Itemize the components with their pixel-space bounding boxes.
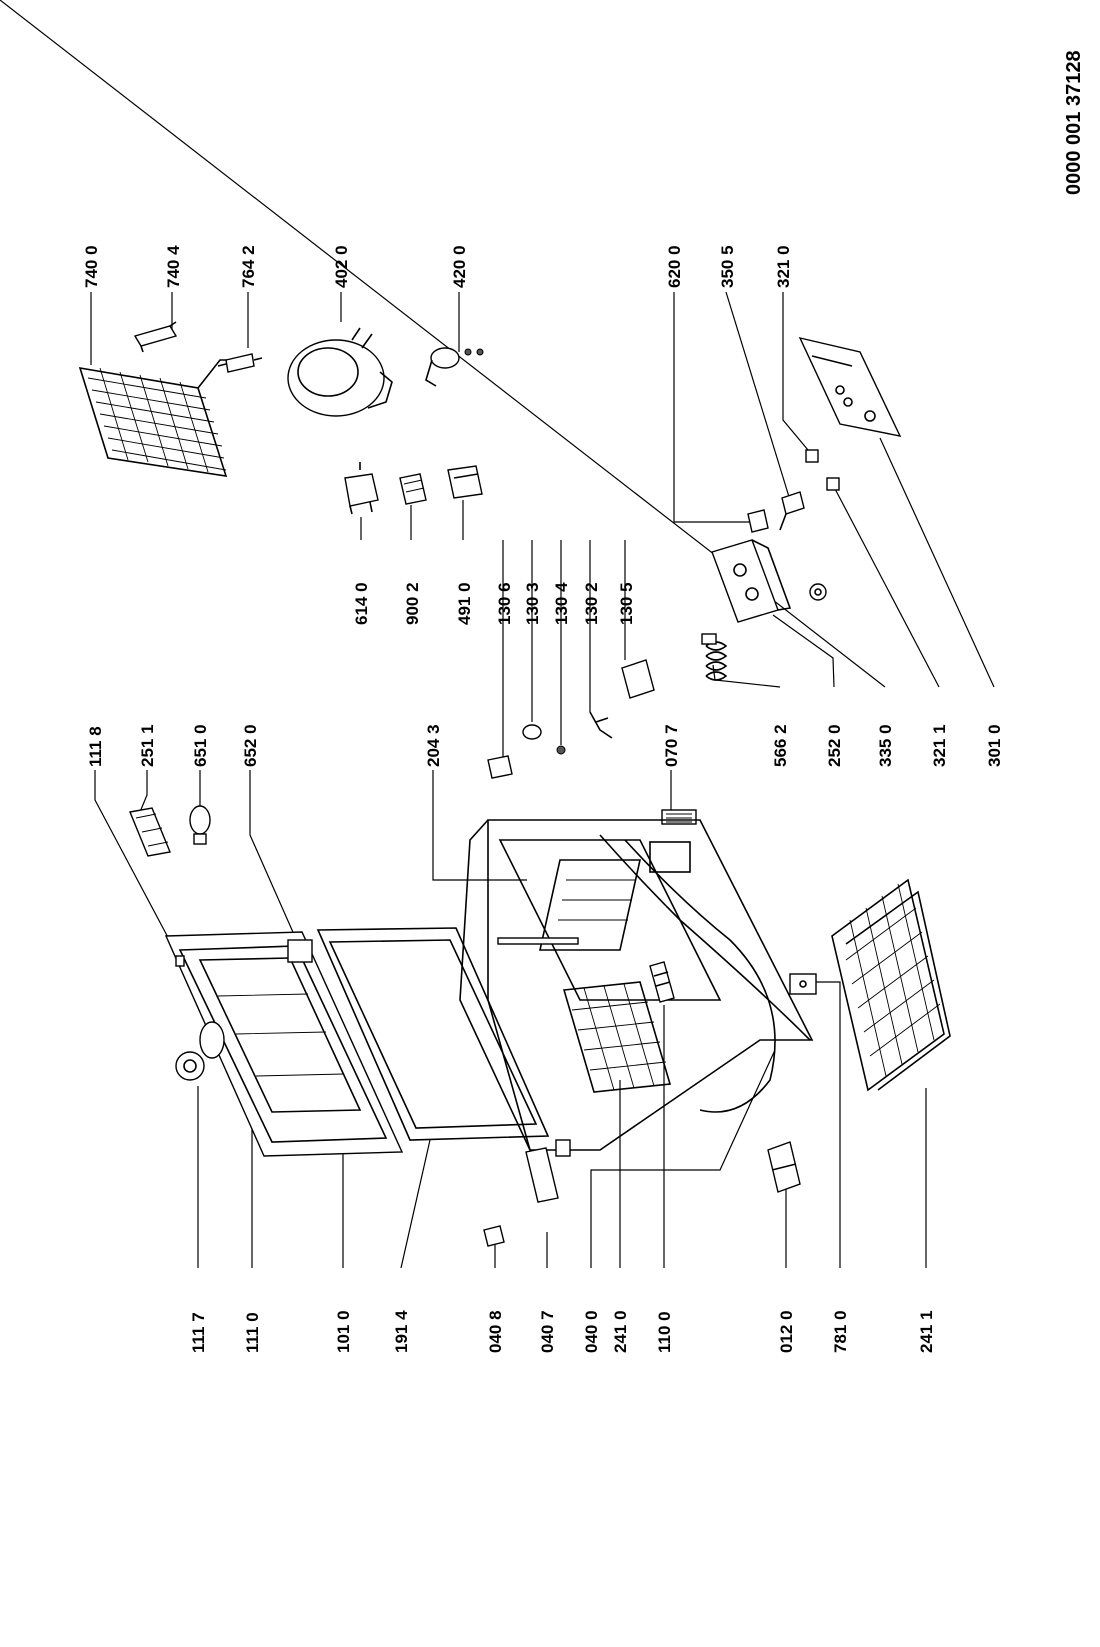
part-label-651-0: 651 0 (191, 724, 210, 767)
part-label-110-0: 110 0 (655, 1311, 674, 1353)
leader-lines (0, 0, 995, 1269)
part-label-040-7: 040 7 (538, 1310, 557, 1353)
part-350-5 (779, 491, 805, 531)
lid-knob (175, 1051, 205, 1081)
part-label-204-3: 204 3 (424, 724, 443, 767)
part-label-491-0: 491 0 (455, 582, 474, 625)
part-label-420-0: 420 0 (450, 245, 469, 288)
part-label-130-5: 130 5 (617, 582, 636, 625)
part-321-0 (805, 449, 819, 463)
part-label-241-1: 241 1 (917, 1310, 936, 1353)
part-900-2 (399, 473, 427, 505)
part-781-0 (789, 973, 817, 995)
control-panel (798, 336, 902, 437)
part-label-130-2: 130 2 (582, 582, 601, 625)
part-label-111-0: 111 0 (243, 1312, 262, 1353)
light-cover (129, 807, 171, 857)
part-label-350-5: 350 5 (718, 245, 737, 288)
part-label-321-1: 321 1 (930, 724, 949, 767)
basket-241-0 (562, 981, 672, 1093)
part-label-251-1: 251 1 (138, 724, 157, 767)
condenser-coil (78, 359, 235, 477)
vent-grille (661, 809, 697, 825)
freezer-lid (164, 931, 404, 1157)
part-label-740-4: 740 4 (164, 245, 183, 288)
part-label-012-0: 012 0 (777, 1310, 796, 1353)
part-label-764-2: 764 2 (239, 245, 258, 288)
part-label-620-0: 620 0 (665, 245, 684, 288)
thermostat-housing (711, 539, 792, 623)
light-bulb (189, 805, 211, 845)
part-label-040-8: 040 8 (486, 1310, 505, 1353)
part-label-241-0: 241 0 (611, 1310, 630, 1353)
spring (701, 633, 728, 681)
part-111-8 (175, 955, 185, 967)
document-number: 0000 001 37128 (1063, 50, 1085, 195)
filter-drier (217, 353, 263, 373)
part-label-070-7: 070 7 (662, 724, 681, 767)
part-110-0 (649, 961, 675, 1003)
thermostat-614 (344, 462, 379, 515)
part-label-402-0: 402 0 (332, 245, 351, 288)
part-label-900-2: 900 2 (403, 582, 422, 625)
basket-241-1 (831, 878, 951, 1092)
part-130-3 (522, 724, 542, 740)
condenser-bracket (133, 321, 178, 353)
part-label-321-0: 321 0 (774, 245, 793, 288)
part-label-740-0: 740 0 (82, 245, 101, 288)
compressor (287, 327, 393, 417)
part-label-130-6: 130 6 (495, 582, 514, 625)
part-130-6 (487, 755, 513, 779)
part-label-040-0: 040 0 (582, 1310, 601, 1353)
part-130-5 (621, 659, 655, 699)
part-label-252-0: 252 0 (825, 724, 844, 767)
part-040-8 (483, 1225, 505, 1247)
part-label-566-2: 566 2 (771, 724, 790, 767)
part-label-111-8: 111 8 (86, 726, 105, 767)
part-label-781-0: 781 0 (831, 1310, 850, 1353)
starter-relay (425, 347, 484, 387)
part-label-614-0: 614 0 (352, 582, 371, 625)
part-130-2 (589, 711, 613, 739)
part-label-301-0: 301 0 (985, 724, 1004, 767)
part-label-191-4: 191 4 (392, 1310, 411, 1353)
part-012-0 (767, 1141, 801, 1193)
lid-gasket (316, 927, 550, 1141)
part-label-652-0: 652 0 (241, 724, 260, 767)
part-040-7 (525, 1147, 559, 1203)
part-491-0 (447, 465, 483, 499)
part-620-0 (747, 509, 769, 533)
hinge-040-0 (555, 1139, 571, 1157)
freezer-cabinet (459, 819, 814, 1151)
part-label-111-7: 111 7 (189, 1312, 208, 1353)
part-label-101-0: 101 0 (334, 1310, 353, 1353)
control-knob (809, 583, 827, 601)
part-321-1 (826, 477, 840, 491)
part-label-335-0: 335 0 (876, 724, 895, 767)
part-130-4 (556, 745, 566, 755)
